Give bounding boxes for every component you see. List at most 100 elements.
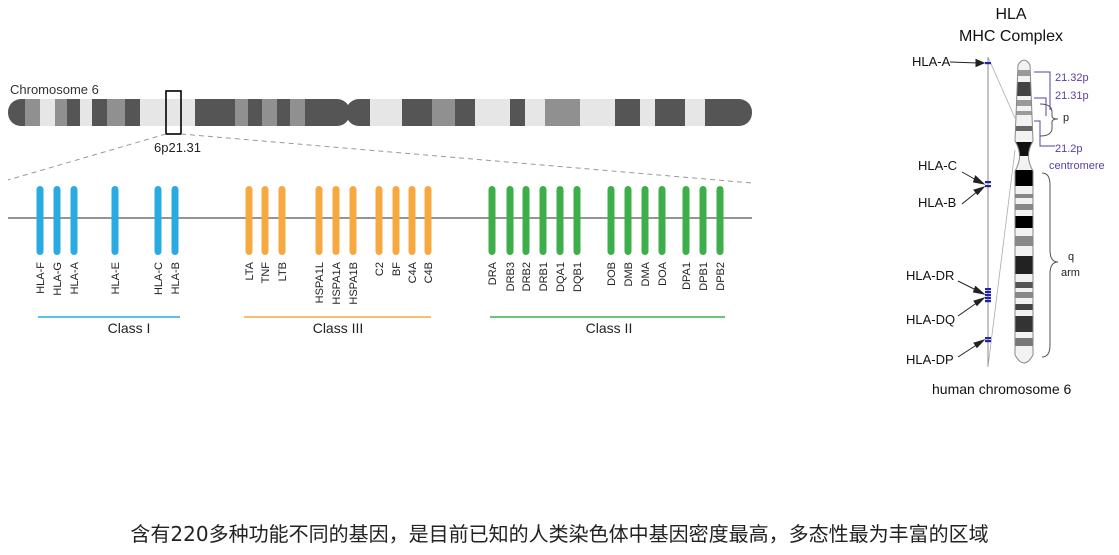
gene-bar	[641, 186, 649, 255]
gene-label: DRB2	[521, 262, 533, 291]
vchrom-band	[1015, 256, 1033, 274]
locus-marks	[985, 62, 991, 343]
chromosome-ideogram	[8, 99, 752, 126]
vchrom-band	[1015, 82, 1033, 96]
gene-bar	[573, 186, 581, 255]
gene-label: DPB1	[698, 262, 710, 291]
ideogram-band	[277, 99, 290, 126]
vchrom-band	[1015, 70, 1033, 76]
locus-mark	[985, 337, 991, 340]
ideogram-band	[305, 99, 350, 126]
locus-mark	[985, 300, 991, 303]
gene-label: BF	[391, 262, 403, 276]
gene-label: HLA-E	[110, 262, 122, 294]
gene-bar	[522, 186, 530, 255]
gene-bar	[315, 186, 323, 255]
human-chromosome-caption: human chromosome 6	[932, 381, 1072, 397]
gene-label: DQB1	[572, 262, 584, 292]
locus-arrows	[949, 58, 986, 358]
connector-bottom	[987, 149, 1016, 368]
gene-bar	[682, 186, 690, 255]
ideogram-band	[40, 99, 55, 126]
gene-label: TNF	[260, 262, 272, 284]
gene-label: LTA	[244, 261, 256, 280]
gene-label: C4B	[423, 262, 435, 283]
band-21-32p: 21.32p	[1055, 72, 1089, 84]
class-label: Class II	[586, 320, 633, 336]
gene-bar	[392, 186, 400, 255]
gene-label: DOA	[657, 261, 669, 286]
gene-bar	[408, 186, 416, 255]
ideogram-band	[580, 99, 615, 126]
gene-bar	[556, 186, 564, 255]
ideogram-band	[290, 99, 305, 126]
locus-mark	[985, 297, 991, 300]
footer-caption: 含有220多种功能不同的基因，是目前已知的人类染色体中基因密度最高，多态性最为丰…	[130, 522, 989, 546]
class-label: Class III	[313, 320, 364, 336]
ideogram-band	[525, 99, 545, 126]
gene-bar	[539, 186, 547, 255]
ideogram-band	[262, 99, 277, 126]
ideogram-band	[455, 99, 475, 126]
gene-bar	[70, 186, 78, 255]
gene-bar	[111, 186, 119, 255]
ideogram-band	[475, 99, 510, 126]
ideogram-band	[140, 99, 195, 126]
p-arm-brace	[1039, 103, 1059, 137]
locus-label-hla-dp: HLA-DP	[906, 352, 954, 367]
vchrom-band	[1015, 338, 1033, 346]
centromere-label: centromere	[1049, 160, 1105, 172]
ideogram-band	[25, 99, 40, 126]
locus-mark	[985, 288, 991, 291]
gene-bar	[36, 186, 44, 255]
gene-bar	[53, 186, 61, 255]
gene-label: C2	[374, 262, 386, 276]
gene-bar	[278, 186, 286, 255]
chromosome-label: Chromosome 6	[10, 82, 99, 97]
connector-top	[987, 56, 1016, 119]
class-label: Class I	[108, 320, 151, 336]
vertical-chromosome	[1015, 60, 1033, 363]
zoom-line-right	[180, 133, 753, 184]
band-21-31p: 21.31p	[1055, 90, 1089, 102]
vchrom-band	[1015, 170, 1033, 186]
vchrom-band	[1015, 100, 1033, 106]
ideogram-band	[655, 99, 685, 126]
gene-label: HLA-C	[153, 262, 165, 295]
locus-mark	[985, 291, 991, 294]
locus-label-hla-c: HLA-C	[918, 158, 957, 173]
gene-bar	[332, 186, 340, 255]
vchrom-band	[1015, 126, 1033, 131]
gene-bar	[624, 186, 632, 255]
gene-label: HLA-A	[69, 261, 81, 294]
ideogram-band	[640, 99, 655, 126]
locus-mark	[985, 340, 991, 343]
vchrom-band	[1015, 216, 1033, 228]
gene-bar	[607, 186, 615, 255]
locus-mark	[985, 62, 991, 65]
gene-bar	[171, 186, 179, 255]
gene-bar	[699, 186, 707, 255]
ideogram-band	[107, 99, 125, 126]
gene-bar	[349, 186, 357, 255]
ideogram-band	[92, 99, 107, 126]
band-label: 6p21.31	[154, 140, 201, 155]
ideogram-band	[402, 99, 432, 126]
band-annotations	[1034, 71, 1055, 147]
gene-bar	[716, 186, 724, 255]
gene-label: HLA-F	[35, 262, 47, 294]
gene-label: HLA-B	[170, 262, 182, 294]
ideogram-band	[545, 99, 580, 126]
ideogram-band	[80, 99, 92, 126]
vchrom-band	[1015, 316, 1033, 332]
vchrom-band	[1015, 111, 1033, 115]
vchrom-band	[1015, 304, 1033, 310]
ideogram-band	[125, 99, 140, 126]
ideogram-band	[235, 99, 248, 126]
ideogram-band	[8, 99, 25, 126]
gene-label: DQA1	[555, 262, 567, 292]
locus-label-hla-dr: HLA-DR	[906, 268, 954, 283]
ideogram-band	[248, 99, 262, 126]
